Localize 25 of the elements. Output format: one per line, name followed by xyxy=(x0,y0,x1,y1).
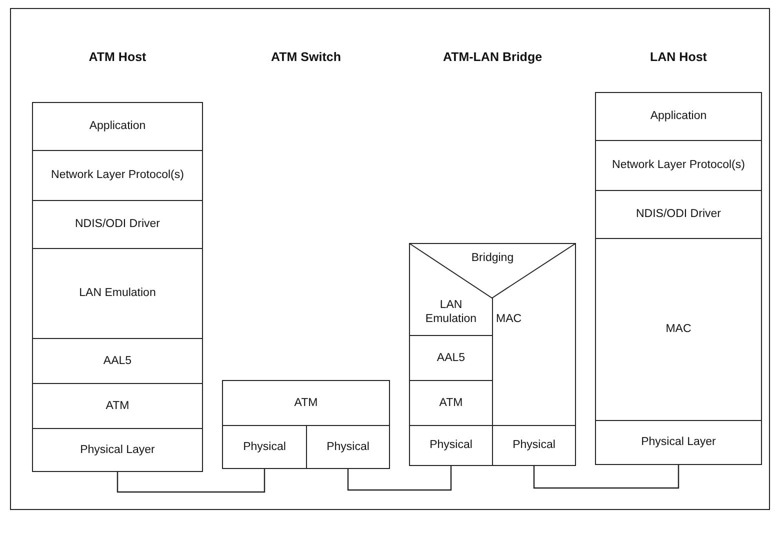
protocol-layer: Physical Layer xyxy=(595,420,762,465)
protocol-layer: Application xyxy=(595,92,762,141)
connector-line xyxy=(347,466,452,491)
protocol-layer: NDIS/ODI Driver xyxy=(32,200,203,249)
protocol-layer: NDIS/ODI Driver xyxy=(595,190,762,239)
stack-heading: ATM Switch xyxy=(270,50,342,64)
protocol-layer: LAN Emulation xyxy=(32,248,203,339)
protocol-layer: Network Layer Protocol(s) xyxy=(595,140,762,191)
protocol-layer: MAC xyxy=(595,238,762,421)
stack-heading: LAN Host xyxy=(649,50,708,64)
stack-heading: ATM Host xyxy=(88,50,148,64)
protocol-layer: Physical Layer xyxy=(32,428,203,472)
stack-heading: ATM-LAN Bridge xyxy=(442,50,544,64)
connector-line xyxy=(533,465,680,489)
protocol-layer: AAL5 xyxy=(32,338,203,384)
protocol-layer: Physical xyxy=(306,425,390,469)
protocol-layer: Application xyxy=(32,102,203,151)
bridging-layer: Bridging xyxy=(409,243,576,299)
protocol-layer: Physical xyxy=(409,425,493,466)
protocol-layer: ATM xyxy=(222,380,390,426)
protocol-layer: Physical xyxy=(492,425,576,466)
protocol-layer: Physical xyxy=(222,425,307,469)
protocol-layer: Network Layer Protocol(s) xyxy=(32,150,203,201)
connector-line xyxy=(116,469,266,493)
protocol-layer: ATM xyxy=(32,383,203,429)
